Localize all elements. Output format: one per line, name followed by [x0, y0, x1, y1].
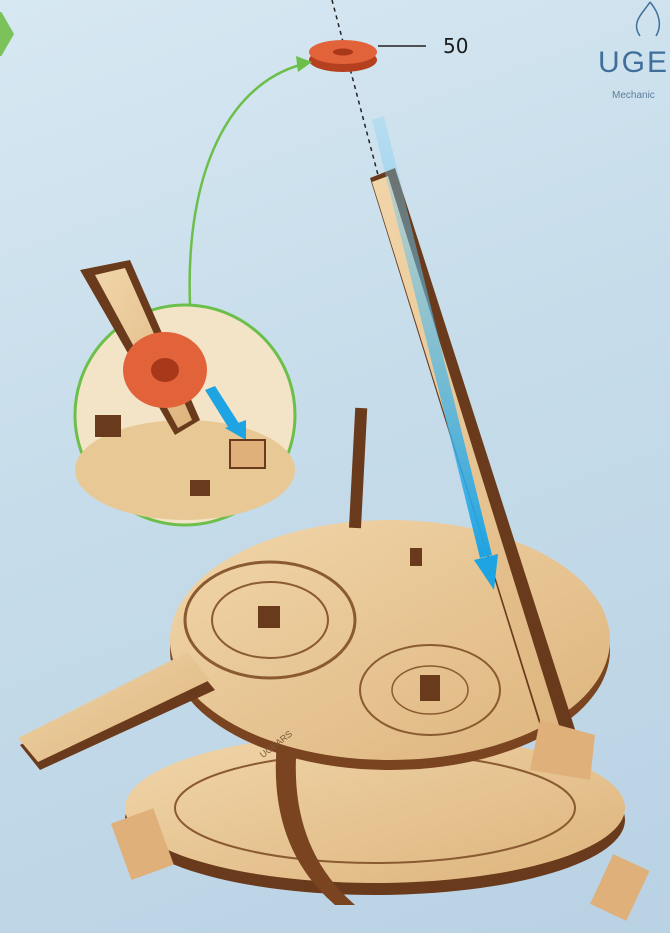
part-number-label: 50: [443, 34, 468, 58]
washer-part: [309, 40, 377, 72]
detail-inset: [75, 260, 295, 525]
alignment-axis: [332, 0, 378, 175]
insert-arrow-icon: [372, 116, 498, 590]
brand-tagline: Mechanic: [612, 90, 655, 101]
pointer-stick: [349, 408, 367, 528]
curved-arrow-icon: [190, 56, 312, 305]
ugears-logo-icon: [637, 2, 660, 36]
brand-name: UGE: [598, 46, 669, 80]
lever-arm: [18, 652, 215, 770]
